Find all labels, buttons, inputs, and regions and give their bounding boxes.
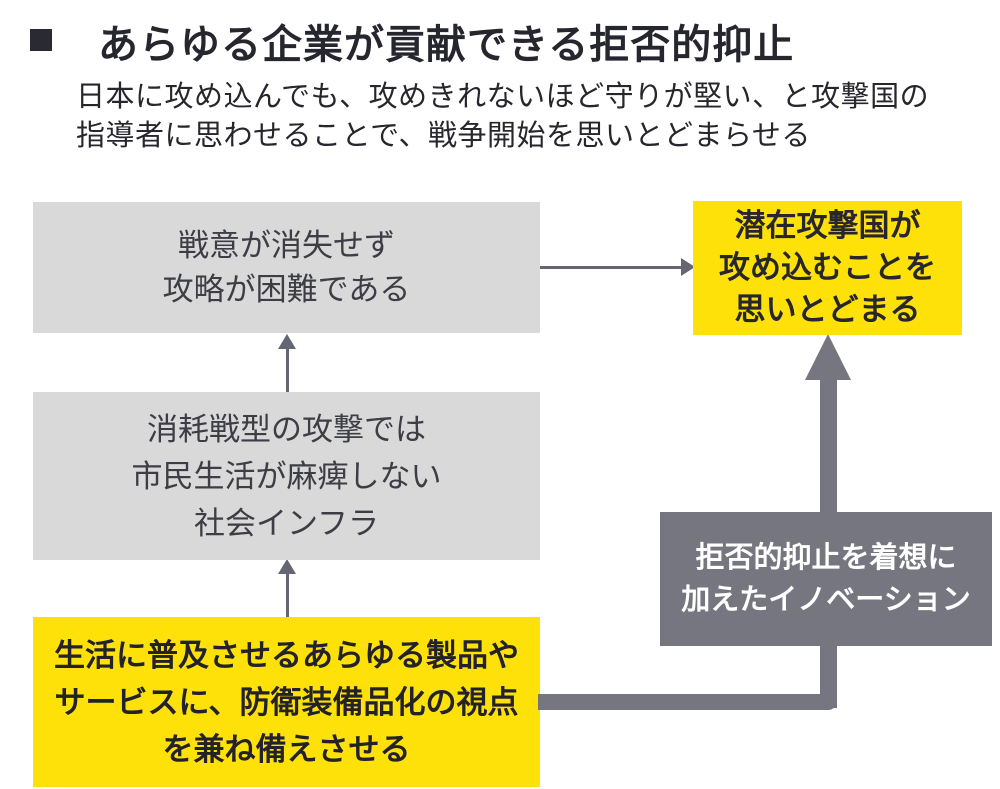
box-social-infrastructure: 消耗戦型の攻撃では 市民生活が麻痺しない 社会インフラ	[33, 392, 540, 560]
box-text-line: を兼ね備えさせる	[162, 731, 411, 767]
arrow-up-icon	[278, 559, 296, 574]
box-text-line: 思いとどまる	[734, 292, 921, 327]
title-bullet-square-icon	[30, 29, 52, 51]
subtitle-line-2: 指導者に思わせることで、戦争開始を思いとどまらせる	[76, 120, 811, 152]
box-text-line: 攻め込むことを	[719, 250, 936, 285]
arrow-up-icon	[278, 334, 296, 349]
thick-arrow-up-icon	[805, 334, 851, 380]
box-text-line: サービスに、防衛装備品化の視点	[54, 684, 519, 720]
box-text-line: 生活に普及させるあらゆる製品や	[54, 637, 519, 673]
box-text-line: 市民生活が麻痺しない	[131, 458, 442, 494]
box-attacker-deterred: 潜在攻撃国が 攻め込むことを 思いとどまる	[693, 201, 962, 335]
arrow-infra-to-morale-line	[286, 349, 289, 393]
box-text-line: 潜在攻撃国が	[734, 208, 921, 243]
arrow-right-icon	[681, 258, 695, 276]
box-innovation-label: 拒否的抑止を着想に 加えたイノベーション	[660, 512, 992, 646]
page-title: あらゆる企業が貢献できる拒否的抑止	[98, 23, 795, 67]
box-products-services: 生活に普及させるあらゆる製品や サービスに、防衛装備品化の視点 を兼ね備えさせる	[33, 617, 540, 787]
arrow-products-to-infra-line	[286, 574, 289, 618]
box-morale-not-lost: 戦意が消失せず 攻略が困難である	[33, 202, 540, 333]
box-text-line: 拒否的抑止を着想に	[695, 542, 957, 574]
box-text-line: 攻略が困難である	[162, 271, 411, 307]
box-text-line: 加えたイノベーション	[681, 584, 971, 616]
box-text-line: 消耗戦型の攻撃では	[147, 411, 426, 447]
arrow-morale-to-deterred-line	[540, 266, 681, 269]
box-text-line: 社会インフラ	[193, 505, 380, 541]
box-text-line: 戦意が消失せず	[178, 227, 395, 263]
thick-connector-horizontal-bar	[538, 694, 837, 710]
subtitle-line-1: 日本に攻め込んでも、攻めきれないほど守りが堅い、と攻撃国の	[76, 81, 930, 113]
page-subtitle: 日本に攻め込んでも、攻めきれないほど守りが堅い、と攻撃国の 指導者に思わせること…	[76, 78, 929, 156]
